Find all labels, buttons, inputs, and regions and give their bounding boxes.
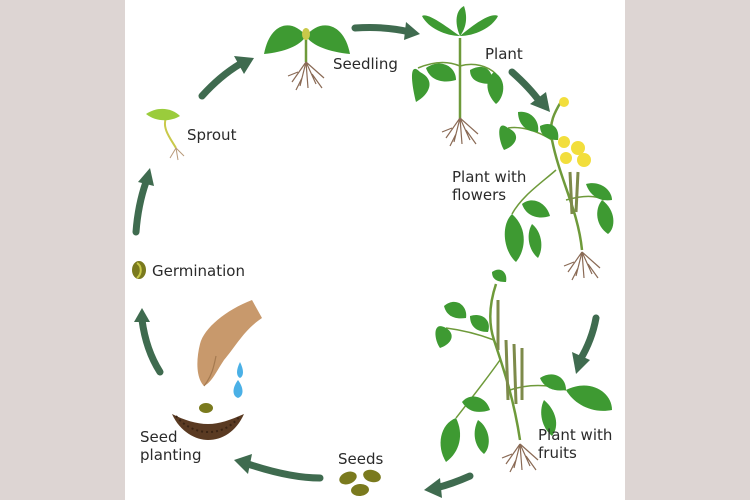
stage-label-plant-with-fruits: Plant with fruits bbox=[538, 426, 613, 462]
sprout-illustration bbox=[146, 108, 185, 161]
seed-planting-illustration bbox=[172, 300, 262, 440]
arrow-plant-to-flowers bbox=[508, 68, 550, 112]
arrow-germination-to-sprout bbox=[132, 168, 154, 236]
stage-label-seeds: Seeds bbox=[338, 450, 384, 468]
stage-label-seedling: Seedling bbox=[333, 55, 398, 73]
arrow-seedling-to-plant bbox=[351, 22, 420, 40]
stage-label-sprout: Sprout bbox=[187, 126, 237, 144]
flowering-plant-illustration bbox=[499, 97, 614, 281]
arrow-fruits-to-seeds bbox=[424, 472, 474, 498]
arrow-sprout-to-seedling bbox=[198, 56, 254, 100]
seeds-illustration bbox=[339, 469, 381, 497]
stage-label-plant: Plant bbox=[485, 45, 523, 63]
plant-illustration bbox=[412, 6, 504, 147]
arrow-planting-to-germination bbox=[134, 308, 164, 376]
stage-label-germination: Germination bbox=[152, 262, 245, 280]
fruiting-plant-illustration bbox=[435, 269, 612, 473]
arrow-flowers-to-fruits bbox=[572, 314, 600, 374]
seedling-illustration bbox=[264, 25, 350, 91]
arrow-seeds-to-planting bbox=[234, 454, 324, 482]
stage-label-plant-with-flowers: Plant with flowers bbox=[452, 168, 527, 204]
stage-label-seed-planting: Seed planting bbox=[140, 428, 202, 464]
germination-illustration bbox=[132, 261, 146, 279]
